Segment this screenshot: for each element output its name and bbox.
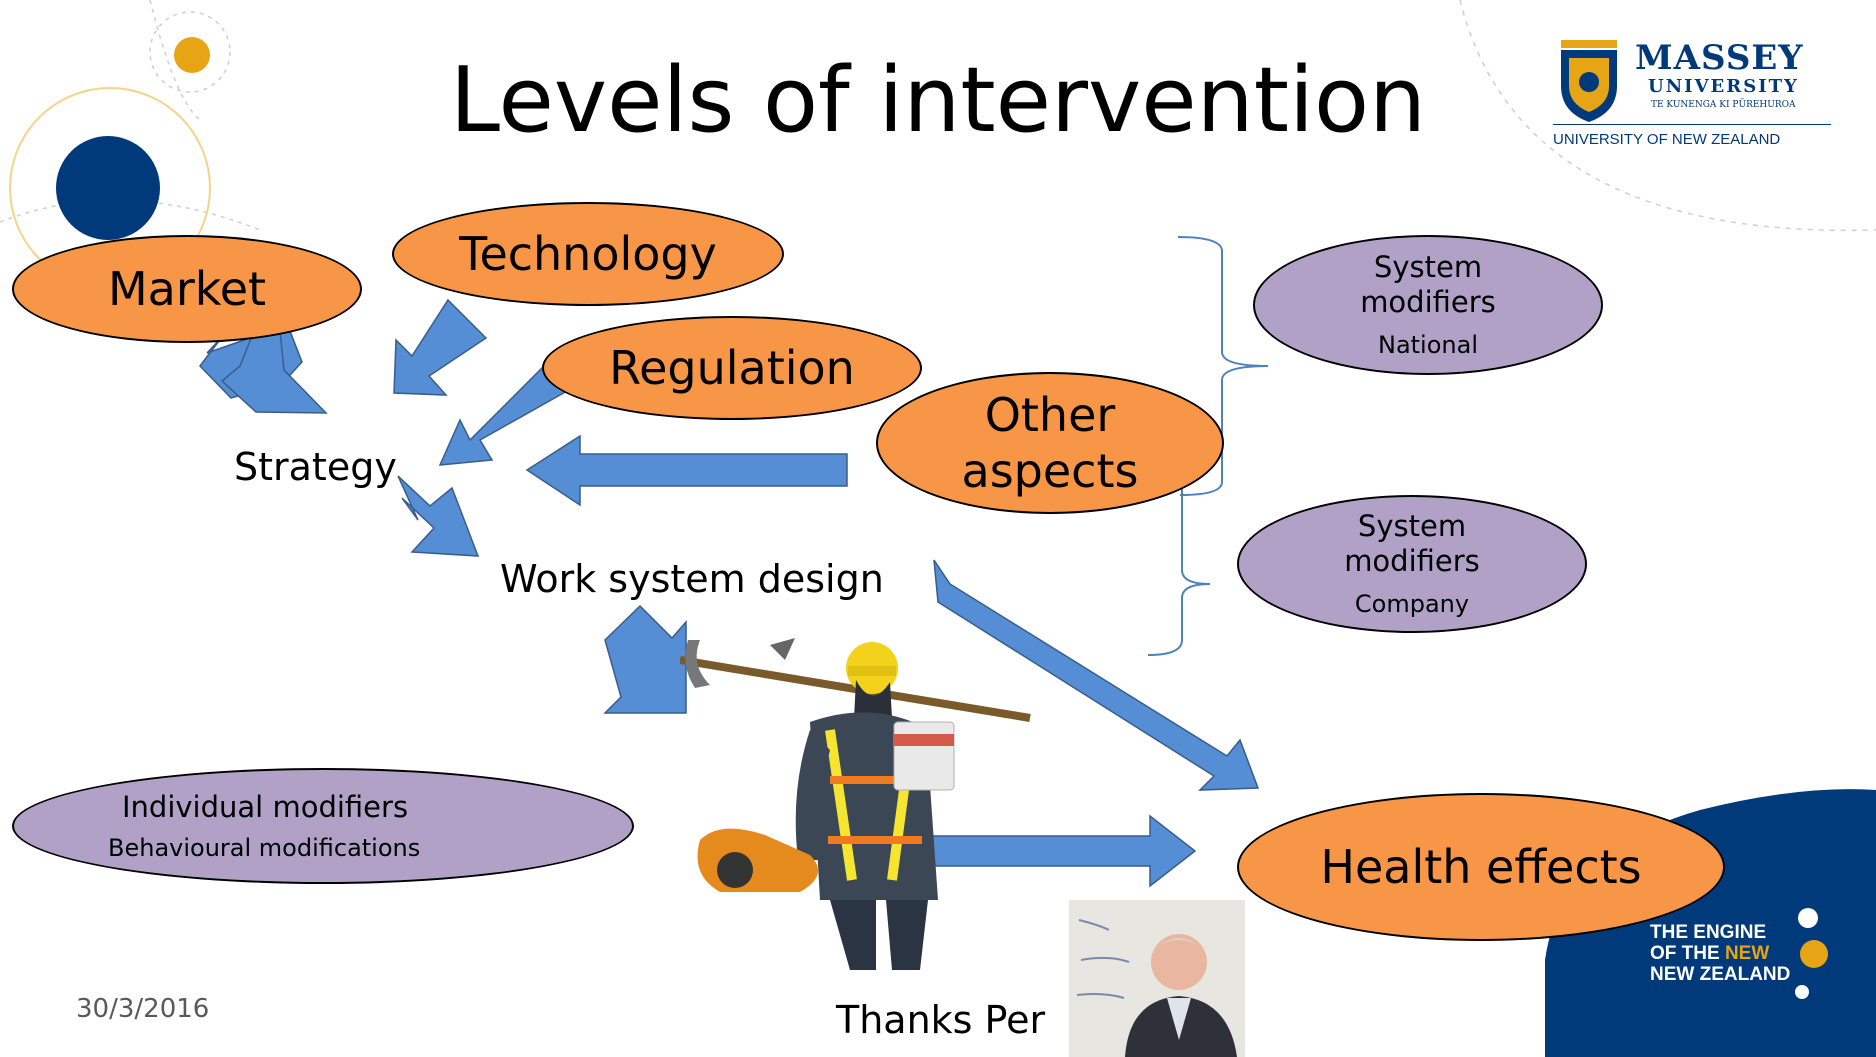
engine-dots-icon [1795,908,1828,999]
logo-name: MASSEY [1635,38,1804,78]
regulation-label: Regulation [609,341,855,395]
engine-line2-b: NEW [1724,943,1770,964]
slide-date: 30/3/2016 [76,994,210,1024]
system-modifiers-company: System modifiers Company [1237,495,1587,633]
logo-tagline: UNIVERSITY OF NEW ZEALAND [1553,131,1781,148]
other-aspects-node: Other aspects [876,372,1224,514]
national-line2: modifiers [1360,285,1496,319]
thanks-label: Thanks Per [836,998,1046,1042]
per-photo [1069,900,1245,1057]
logo-maori: TE KUNENGA KI PŪREHUROA [1651,100,1796,110]
individual-modifiers-node: Individual modifiers Behavioural modific… [12,768,634,884]
technology-label: Technology [459,227,717,281]
national-level: National [1377,331,1478,359]
system-modifiers-national: System modifiers National [1253,235,1603,375]
navy-circle [56,136,160,240]
arrow-other-strategy [525,434,848,507]
individual-line2: Behavioural modifications [108,833,421,862]
massey-logo: MASSEY UNIVERSITY TE KUNENGA KI PŪREHURO… [1553,38,1833,158]
orbit-arc [149,0,201,121]
arrow-work-worker [603,604,687,714]
health-effects-label: Health effects [1320,840,1642,894]
arrow-work-health [933,559,1260,791]
other-label-line1: Other [984,388,1116,442]
arrow-strategy-work [397,475,480,557]
pickaxe-head [685,640,710,688]
engine-line3: NEW ZEALAND [1650,964,1791,985]
crest-icon [1561,40,1617,122]
regulation-node: Regulation [542,316,922,420]
pickaxe-handle [680,656,1031,722]
worker-image [680,638,1031,970]
arrow-regulation-strategy [438,350,578,466]
engine-tagline: THE ENGINE OF THE NEW NEW ZEALAND [1650,922,1790,985]
left-arm [795,730,830,860]
engine-line1: THE ENGINE [1650,922,1767,943]
logo-divider [1553,124,1831,125]
strategy-label: Strategy [234,445,397,489]
company-line1: System [1357,509,1467,543]
engine-line2-a: OF THE [1650,943,1725,964]
arrow-worker-health [923,814,1197,888]
page-title: Levels of intervention [449,48,1427,153]
market-label: Market [107,262,267,316]
other-label-line2: aspects [961,444,1139,498]
bucket [893,721,955,791]
market-node: Market [12,235,362,343]
national-line1: System [1373,250,1483,284]
person-icon [1069,900,1245,1057]
individual-line1: Individual modifiers [122,789,409,824]
technology-node: Technology [392,202,784,306]
gold-dot [174,37,210,73]
logo-sub: UNIVERSITY [1648,76,1799,97]
company-line2: modifiers [1344,544,1480,578]
engine-line2: OF THE NEW [1650,943,1790,964]
company-level: Company [1354,590,1470,618]
legs [830,900,928,970]
head [854,680,892,718]
work-system-design-label: Work system design [500,557,884,601]
orbit-arc [149,11,231,93]
arrow-technology-strategy [393,298,488,396]
health-effects-node: Health effects [1237,793,1725,941]
national-brace [1177,236,1269,496]
